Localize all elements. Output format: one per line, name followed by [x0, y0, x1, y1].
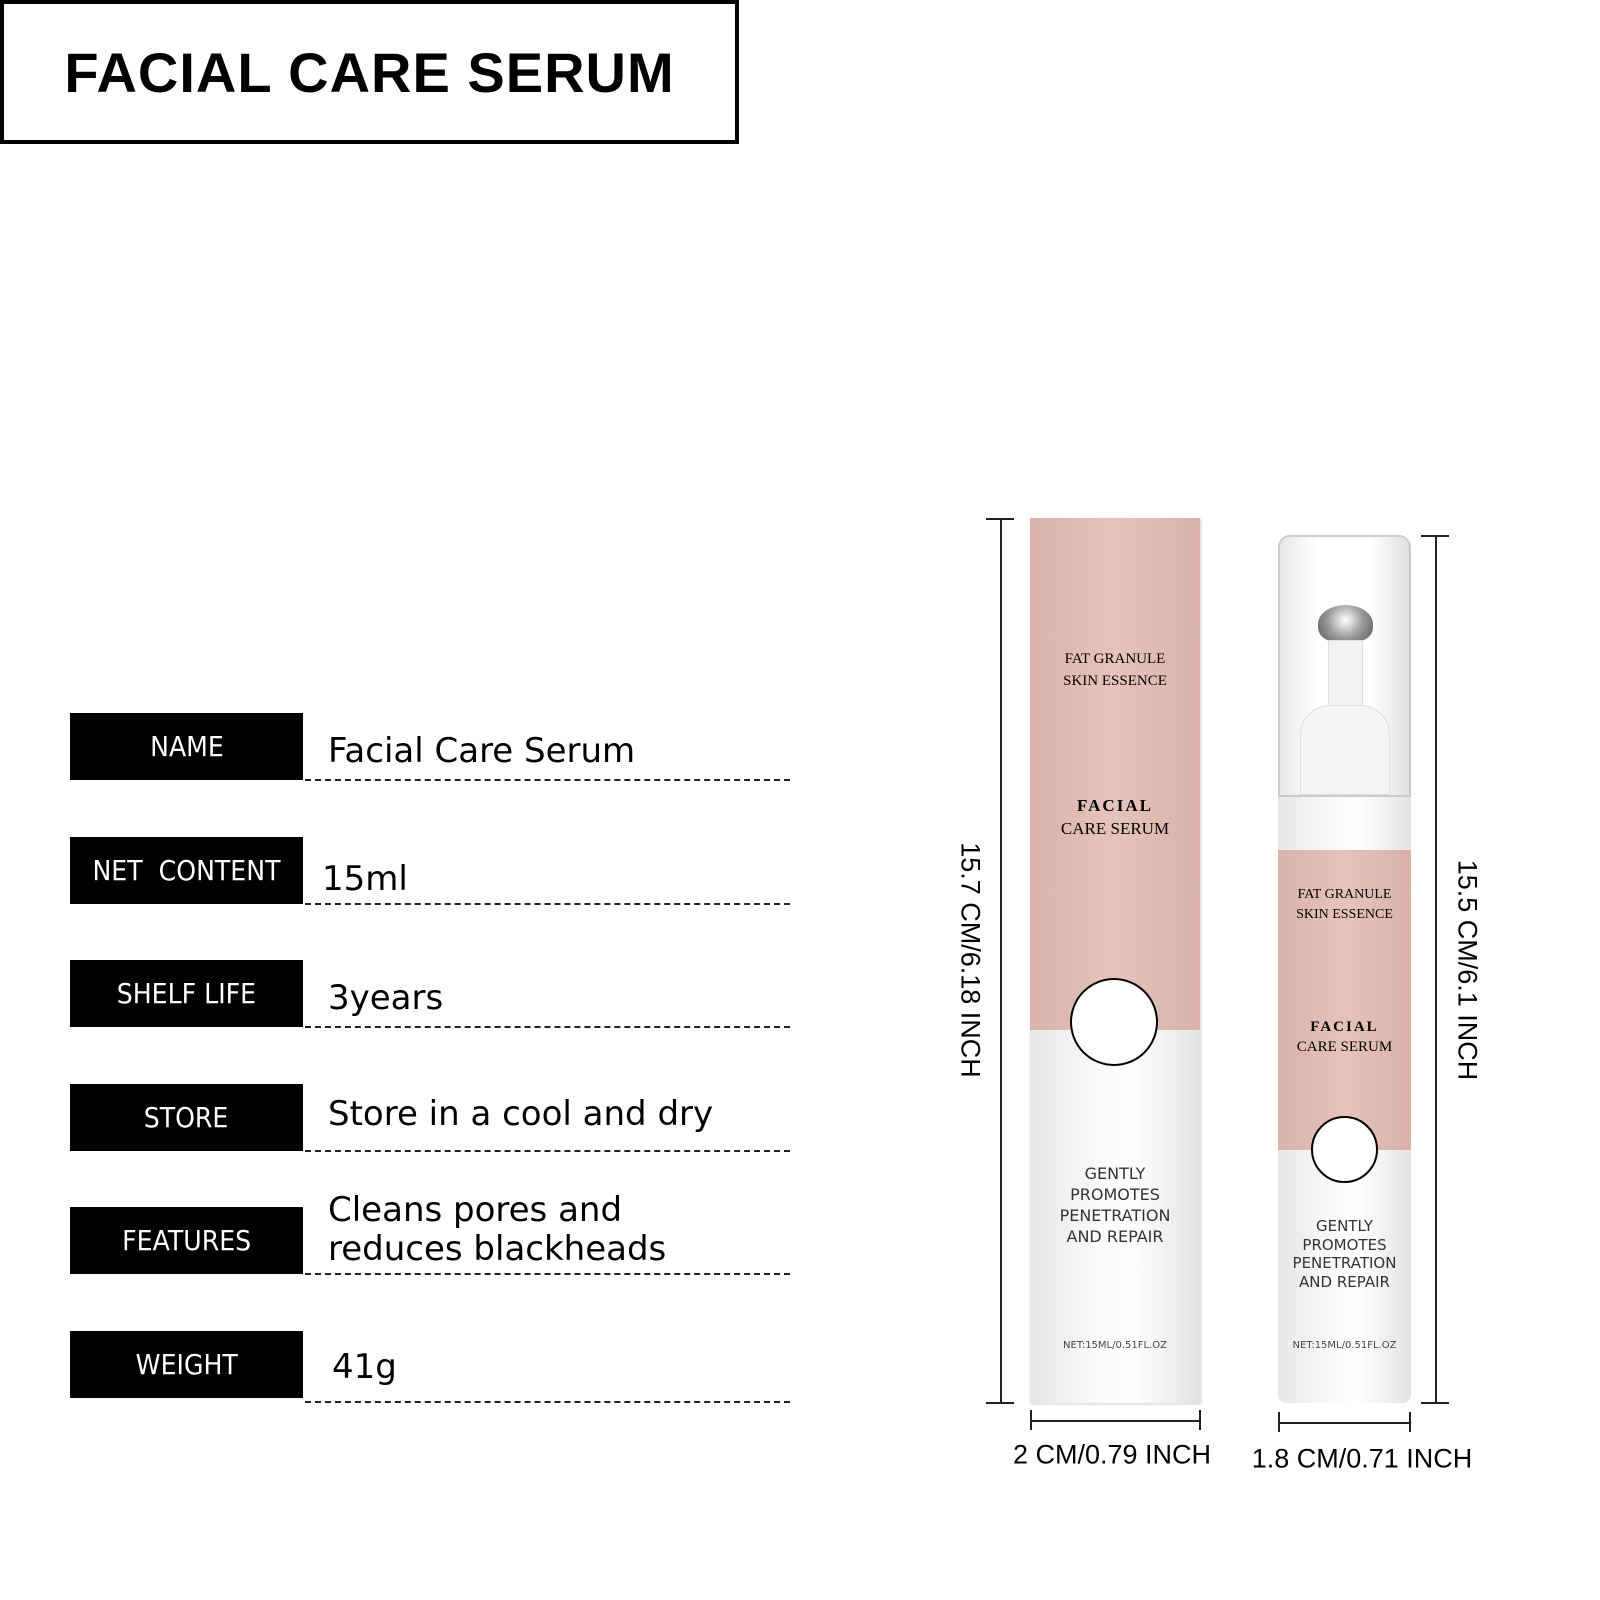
box-subtitle: FAT GRANULE	[1064, 651, 1166, 667]
spec-label: STORE	[144, 1101, 229, 1134]
box-name: FACIAL	[1077, 796, 1153, 815]
divider	[305, 779, 790, 781]
box-height-line	[1000, 518, 1002, 1403]
spec-label: WEIGHT	[135, 1348, 238, 1381]
page-title: FACIAL CARE SERUM	[64, 40, 675, 104]
divider	[305, 1273, 790, 1275]
title-box: FACIAL CARE SERUM	[0, 0, 739, 144]
bottle-tagline: GENTLY	[1315, 1217, 1373, 1235]
bottle-height-label: 15.5 CM/6.1 INCH	[1452, 859, 1483, 1081]
spec-row-features: FEATURES Cleans pores and reduces blackh…	[70, 1190, 790, 1277]
bottle-width-label: 1.8 CM/0.71 INCH	[1251, 1443, 1473, 1474]
spec-label: NAME	[149, 730, 224, 763]
bottle-width-line	[1278, 1422, 1411, 1424]
box-net-content: NET:15ML/0.51FL.OZ	[1063, 1340, 1167, 1351]
bottle-tagline: PROMOTES	[1302, 1235, 1387, 1254]
box-tagline: GENTLY	[1084, 1164, 1146, 1183]
spec-value: 3years	[328, 977, 444, 1018]
bottle-tagline: PENETRATION	[1292, 1254, 1397, 1272]
spec-value-line: reduces blackheads	[328, 1228, 667, 1269]
spec-label: NET CONTENT	[92, 854, 281, 887]
box-width-label: 2 CM/0.79 INCH	[1012, 1439, 1212, 1470]
spec-label: SHELF LIFE	[116, 977, 257, 1010]
spec-row-shelf-life: SHELF LIFE 3years	[70, 960, 790, 1030]
spec-value: 41g	[332, 1346, 397, 1387]
roller-ball	[1318, 605, 1373, 643]
spec-value: 15ml	[322, 858, 408, 899]
spec-row-name: NAME Facial Care Serum	[70, 713, 790, 783]
box-subtitle: SKIN ESSENCE	[1063, 673, 1167, 689]
box-width-line	[1030, 1420, 1201, 1422]
divider	[305, 1150, 790, 1152]
box-tagline: PROMOTES	[1070, 1185, 1160, 1204]
spec-value: Store in a cool and dry	[328, 1093, 714, 1134]
spec-label: FEATURES	[122, 1224, 251, 1257]
product-box: FAT GRANULE SKIN ESSENCE FACIAL CARE SER…	[1030, 518, 1200, 1403]
box-circle-emblem	[1070, 978, 1158, 1066]
box-name: CARE SERUM	[1060, 819, 1170, 838]
box-tagline: PENETRATION	[1059, 1206, 1171, 1225]
bottle-circle-emblem	[1311, 1116, 1378, 1183]
bottle-subtitle: FAT GRANULE	[1297, 887, 1392, 902]
bottle-tagline: AND REPAIR	[1299, 1272, 1390, 1291]
bottle-net-content: NET:15ML/0.51FL.OZ	[1292, 1340, 1397, 1351]
spec-row-net-content: NET CONTENT 15ml	[70, 837, 790, 907]
spec-value-line: Cleans pores and	[328, 1189, 623, 1230]
product-bottle: FAT GRANULE SKIN ESSENCE FACIAL CARE SER…	[1278, 535, 1411, 1403]
bottle-name: FACIAL	[1310, 1019, 1379, 1035]
spec-value: Facial Care Serum	[328, 730, 636, 771]
spec-row-weight: WEIGHT 41g	[70, 1331, 790, 1403]
divider	[305, 1026, 790, 1028]
box-tagline: AND REPAIR	[1066, 1227, 1164, 1246]
bottle-name: CARE SERUM	[1296, 1039, 1393, 1055]
bottle-height-line	[1435, 535, 1437, 1403]
spec-row-store: STORE Store in a cool and dry	[70, 1084, 790, 1154]
divider	[305, 903, 790, 905]
box-height-label: 15.7 CM/6.18 INCH	[955, 842, 986, 1078]
divider	[305, 1401, 790, 1403]
bottle-subtitle: SKIN ESSENCE	[1296, 907, 1393, 922]
